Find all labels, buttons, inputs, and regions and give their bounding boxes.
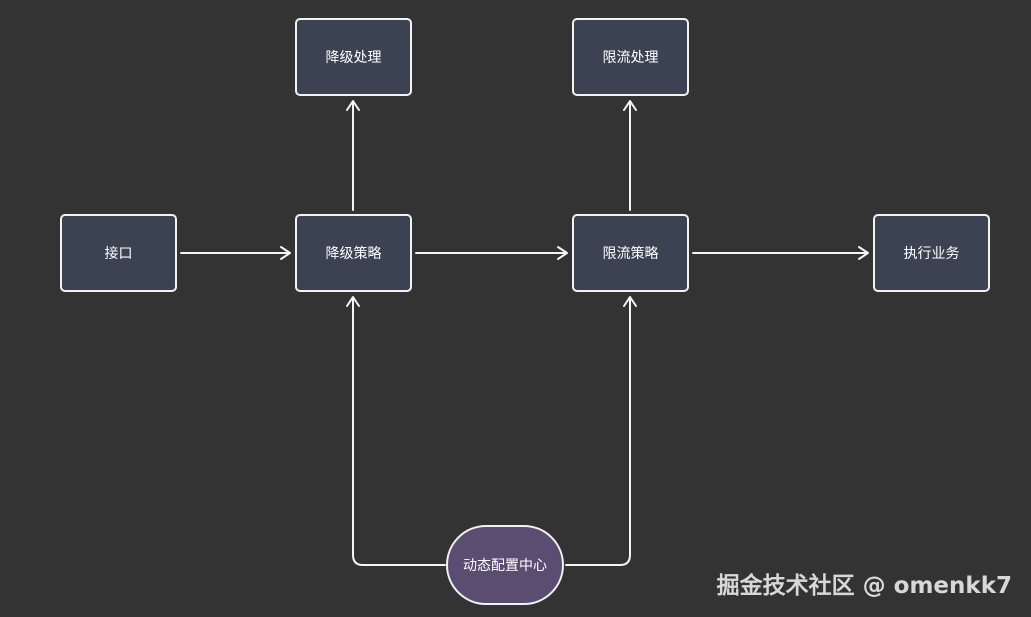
edge-config-to-limit-strategy bbox=[565, 296, 637, 566]
node-interface-label: 接口 bbox=[104, 246, 133, 262]
edge-limit-strategy-to-handling bbox=[623, 100, 637, 211]
node-degrade-handling[interactable]: 降级处理 bbox=[295, 18, 412, 96]
node-degrade-strategy[interactable]: 降级策略 bbox=[295, 214, 412, 292]
node-limit-strategy-label: 限流策略 bbox=[602, 246, 659, 262]
edge-interface-to-degrade-strategy bbox=[180, 246, 291, 260]
node-config-center-label: 动态配置中心 bbox=[463, 558, 547, 574]
edge-config-to-degrade-strategy bbox=[346, 296, 446, 566]
node-execute-business[interactable]: 执行业务 bbox=[873, 214, 990, 292]
node-limit-handling-label: 限流处理 bbox=[602, 50, 659, 66]
node-execute-business-label: 执行业务 bbox=[903, 246, 960, 262]
edge-limit-to-execute bbox=[692, 246, 869, 260]
node-config-center[interactable]: 动态配置中心 bbox=[446, 525, 564, 605]
node-degrade-handling-label: 降级处理 bbox=[325, 50, 382, 66]
edge-degrade-strategy-to-handling bbox=[346, 100, 360, 211]
node-limit-handling[interactable]: 限流处理 bbox=[572, 18, 689, 96]
watermark-text: 掘金技术社区 @ omenkk7 bbox=[716, 573, 1012, 599]
edge-degrade-to-limit-strategy bbox=[415, 246, 568, 260]
node-limit-strategy[interactable]: 限流策略 bbox=[572, 214, 689, 292]
node-degrade-strategy-label: 降级策略 bbox=[325, 246, 382, 262]
node-interface[interactable]: 接口 bbox=[60, 214, 177, 292]
